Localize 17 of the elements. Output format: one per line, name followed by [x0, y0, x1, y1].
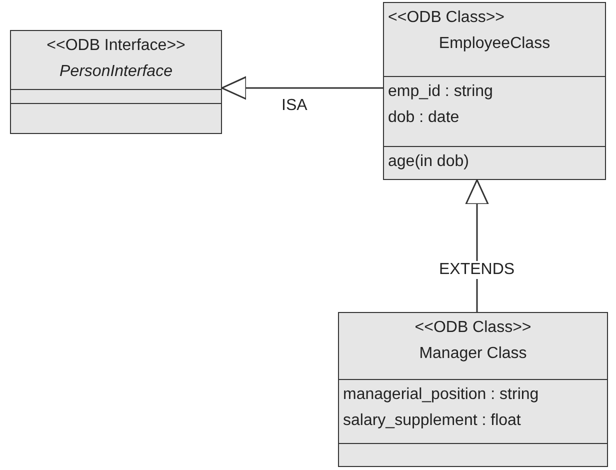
- generalization-arrow: [465, 179, 489, 312]
- class-member: managerial_position : string: [343, 385, 540, 405]
- stereotype-label: <<ODB Class>>: [388, 8, 506, 28]
- class-box: [10, 30, 222, 134]
- class-member: dob : date: [388, 108, 460, 128]
- class-member: age(in dob): [388, 152, 470, 172]
- class-name: PersonInterface: [58, 62, 174, 82]
- class-name: EmployeeClass: [438, 34, 552, 54]
- class-member: emp_id : string: [388, 82, 494, 102]
- class-member: salary_supplement : float: [343, 411, 522, 431]
- class-name: Manager Class: [418, 344, 528, 364]
- edge-label: EXTENDS: [437, 261, 517, 279]
- stereotype-label: <<ODB Interface>>: [46, 36, 186, 56]
- class-box: [383, 2, 606, 180]
- class-box: [338, 312, 608, 467]
- stereotype-label: <<ODB Class>>: [414, 318, 532, 338]
- generalization-arrow: [221, 76, 383, 100]
